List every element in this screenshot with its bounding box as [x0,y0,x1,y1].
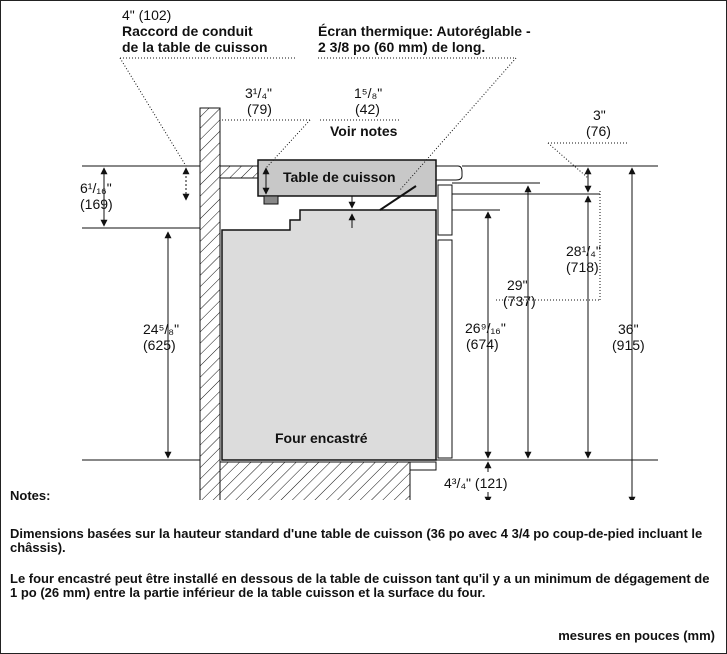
dim-4-34: 4³/₄" (121) [444,475,508,491]
dim-24-58-mm: (625) [143,337,176,353]
four-encastre-label: Four encastré [275,430,368,446]
dim-3-14-in: 3¹/₄" [245,85,272,101]
dim-26-916-mm: (674) [466,336,499,352]
units-label: mesures en pouces (mm) [558,628,715,643]
notes-title: Notes: [10,488,51,503]
heat-shield [379,185,417,211]
oven-door-lower [437,239,453,459]
base-cabinet [219,461,411,500]
duct-connector [263,195,279,205]
dim-3-in: 3" [593,107,606,123]
dim-1-58-mm: (42) [355,101,380,117]
table-cuisson-label: Table de cuisson [283,169,396,185]
dim-6-116-in: 6¹/₁₆" [80,180,112,196]
countertop [219,165,259,179]
dim-29-mm: (737) [503,293,536,309]
dim-36-in: 36" [618,321,639,337]
countertop-right [435,165,463,181]
wall [199,107,221,500]
dim-3-14-mm: (79) [247,101,272,117]
dim-1-58-in: 1⁵/₈" [354,85,382,101]
dim-28-14-mm: (718) [566,259,599,275]
oven-door [437,184,453,236]
ecran-label-2: 2 3/8 po (60 mm) de long. [318,39,485,55]
dim-36-mm: (915) [612,337,645,353]
cooktop [257,159,437,197]
dim-28-14-in: 28¹/₄" [566,243,601,259]
dim-3-mm: (76) [586,123,611,139]
toe-kick [410,461,437,471]
raccord-label-2: de la table de cuisson [122,39,268,55]
oven-body [221,209,437,461]
dim-6-116-mm: (169) [80,196,113,212]
note-2: Le four encastré peut être installé en d… [10,571,710,600]
raccord-size: 4" (102) [122,7,171,23]
dim-24-58-in: 24⁵/₈" [143,321,179,337]
note-1: Dimensions basées sur la hauteur standar… [10,526,703,555]
voir-notes: Voir notes [330,123,398,139]
raccord-label-1: Raccord de conduit [122,23,253,39]
dim-29-in: 29" [507,277,528,293]
installation-diagram: 4" (102) Raccord de conduit de la table … [80,7,658,500]
dim-26-916-in: 26⁹/₁₆" [465,320,506,336]
ecran-label-1: Écran thermique: Autoréglable - [318,23,531,39]
